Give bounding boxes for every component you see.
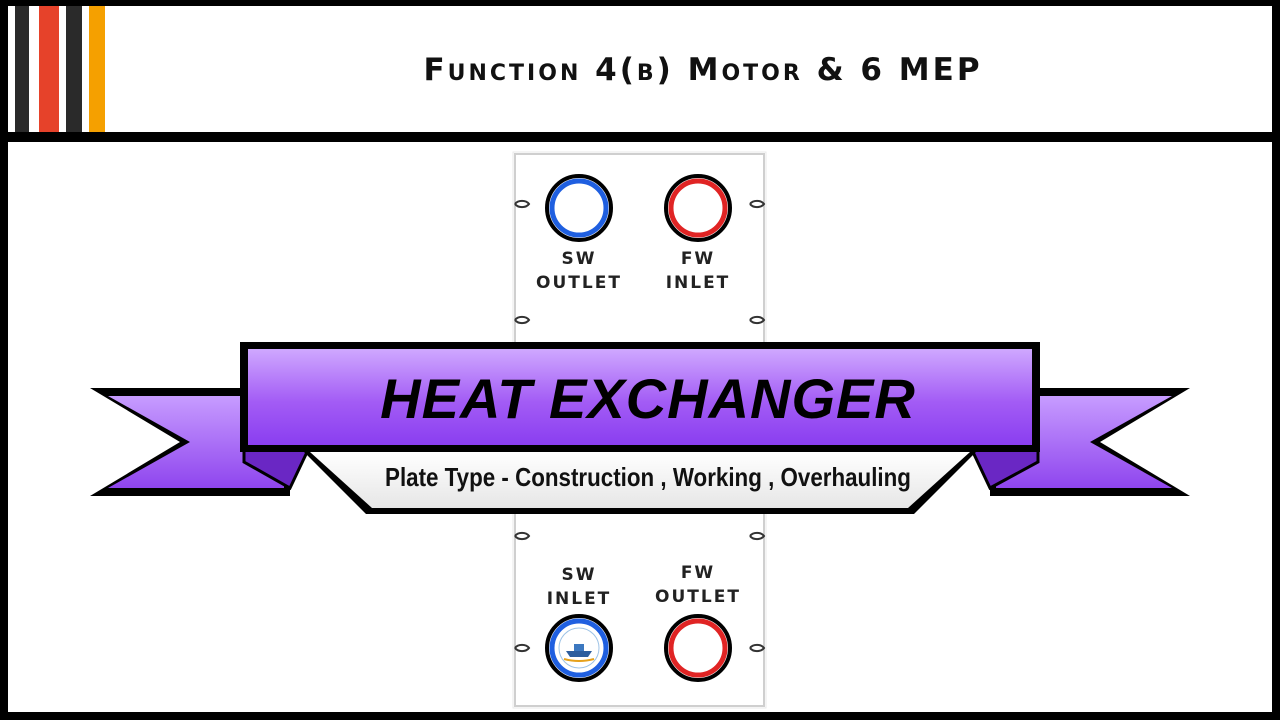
port-fw-outlet <box>664 614 732 682</box>
banner-subtitle: Plate Type - Construction , Working , Ov… <box>385 462 911 492</box>
sw-inlet-label: SW INLET <box>509 563 649 611</box>
sw-outlet-label-line2: OUTLET <box>536 273 622 293</box>
sw-inlet-label-line2: INLET <box>546 589 612 609</box>
stripe-1 <box>15 6 29 132</box>
fw-outlet-label: FW OUTLET <box>628 561 768 609</box>
port-fw-inlet <box>664 174 732 242</box>
header-bar: Function 4(b) Motor & 6 MEP <box>8 6 1272 132</box>
fw-inlet-label-line2: INLET <box>665 273 731 293</box>
ship-logo-icon <box>558 627 600 669</box>
stripe-4 <box>89 6 105 132</box>
heat-exchanger-diagram <box>90 151 1190 709</box>
banner-title: HEAT EXCHANGER <box>380 367 916 430</box>
stripe-3 <box>66 6 82 132</box>
subtitle-band <box>300 448 980 514</box>
sw-outlet-label-line1: SW <box>561 249 597 269</box>
header-title: Function 4(b) Motor & 6 MEP <box>423 52 983 88</box>
fw-inlet-label-line1: FW <box>680 249 716 269</box>
fw-outlet-label-line2: OUTLET <box>655 587 741 607</box>
main-stage: SW OUTLET FW INLET SW INLET FW OUTLET HE… <box>8 142 1272 712</box>
fw-inlet-label: FW INLET <box>628 247 768 295</box>
fw-outlet-label-line1: FW <box>680 563 716 583</box>
sw-outlet-label: SW OUTLET <box>509 247 649 295</box>
port-sw-inlet <box>545 614 613 682</box>
port-sw-outlet <box>545 174 613 242</box>
stripe-2 <box>39 6 59 132</box>
ribbon-main <box>240 342 1040 452</box>
sw-inlet-label-line1: SW <box>561 565 597 585</box>
